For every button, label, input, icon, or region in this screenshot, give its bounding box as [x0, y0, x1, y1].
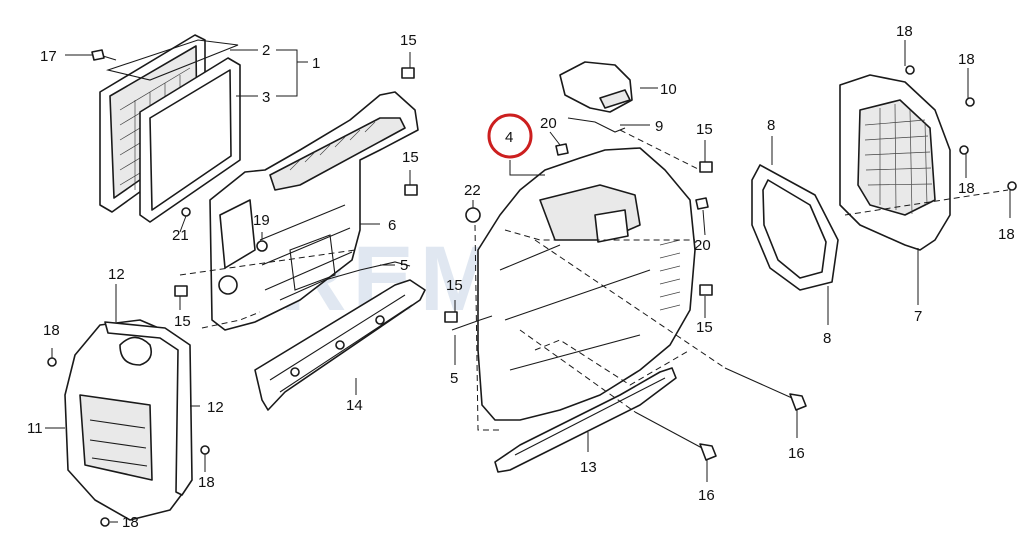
callout-6: 6 — [388, 217, 396, 234]
callout-1: 1 — [312, 55, 320, 72]
callout-2: 2 — [262, 42, 270, 59]
callout-20-top: 20 — [540, 115, 557, 132]
callout-10: 10 — [660, 81, 677, 98]
highlight-circle — [487, 113, 533, 159]
callout-8-top: 8 — [767, 117, 775, 134]
rear-panel — [839, 74, 951, 251]
callout-20-right: 20 — [694, 237, 711, 254]
callout-7: 7 — [914, 308, 922, 325]
callout-12-right: 12 — [207, 399, 224, 416]
callout-18-left: 18 — [43, 322, 60, 339]
callout-16-upper: 16 — [788, 445, 805, 462]
callout-18-rear-mid: 18 — [958, 180, 975, 197]
center-frame — [209, 91, 419, 331]
callout-13: 13 — [580, 459, 597, 476]
callout-21: 21 — [172, 227, 189, 244]
long-bolt-lower — [634, 411, 717, 461]
fasteners — [47, 65, 1017, 527]
main-side-cover — [477, 147, 696, 421]
callout-4: 4 — [505, 129, 513, 146]
callout-11: 11 — [27, 420, 43, 437]
cover-gasket — [104, 321, 193, 496]
handle-seal — [567, 117, 626, 133]
callout-5-right: 5 — [450, 370, 458, 387]
callout-5-left: 5 — [400, 257, 408, 274]
grille-gasket — [139, 57, 241, 223]
callout-12-top: 12 — [108, 266, 125, 283]
bolt-17 — [91, 49, 117, 61]
rubber-strip-left — [279, 261, 411, 301]
long-bolt-upper — [724, 367, 807, 411]
callout-15-left: 15 — [174, 313, 191, 330]
callout-9: 9 — [655, 118, 663, 135]
lower-left-cover — [64, 319, 186, 521]
callout-18-cover: 18 — [198, 474, 215, 491]
handle-cover — [559, 61, 633, 113]
callout-18-rear-far: 18 — [998, 226, 1015, 243]
callout-16-lower: 16 — [698, 487, 715, 504]
callout-15-mid: 15 — [402, 149, 419, 166]
leader-lines — [45, 40, 1011, 523]
callout-19: 19 — [253, 212, 270, 229]
callout-17: 17 — [40, 48, 57, 65]
gasket-ring — [751, 164, 839, 291]
callout-8-bottom: 8 — [823, 330, 831, 347]
callout-22: 22 — [464, 182, 481, 199]
callout-15-center: 15 — [446, 277, 463, 294]
lower-rail — [254, 279, 426, 411]
callout-18-rear-right: 18 — [958, 51, 975, 68]
callout-18-bottom: 18 — [122, 514, 139, 531]
callout-15-right-bottom: 15 — [696, 319, 713, 336]
rubber-strip-right — [451, 315, 493, 331]
callout-18-rear-top: 18 — [896, 23, 913, 40]
callout-labels: 17 2 1 3 15 15 6 5 14 19 21 15 12 12 18 … — [27, 23, 1015, 531]
callout-15-top: 15 — [400, 32, 417, 49]
alignment-lines — [179, 129, 1009, 431]
callout-3: 3 — [262, 89, 270, 106]
callout-15-right-top: 15 — [696, 121, 713, 138]
callout-14: 14 — [346, 397, 363, 414]
lower-side-rail — [494, 367, 677, 473]
